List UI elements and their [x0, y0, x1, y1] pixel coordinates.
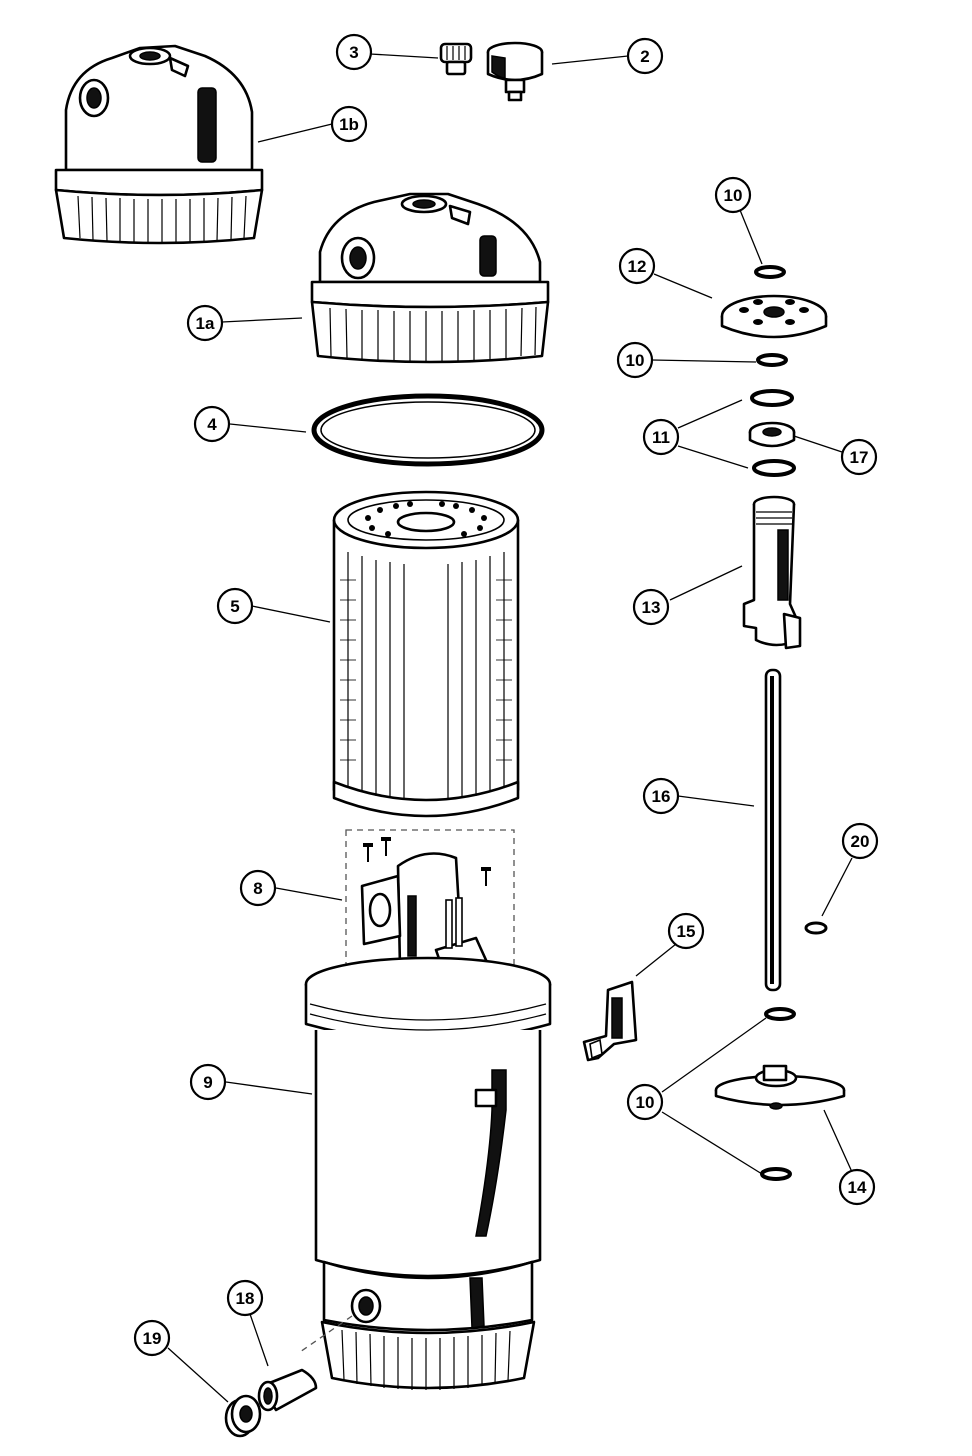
- callout-10-bottom: 10: [626, 1083, 664, 1121]
- callout-9: 9: [189, 1063, 227, 1101]
- callout-5: 5: [216, 587, 254, 625]
- callout-2-label: 2: [640, 47, 649, 66]
- manifold-screws: [363, 837, 491, 886]
- part-10-clip-top: [754, 265, 786, 279]
- callout-20: 20: [841, 822, 879, 860]
- callout-17: 17: [840, 438, 878, 476]
- part-10-clip-mid: [756, 353, 788, 367]
- callout-9-label: 9: [203, 1073, 212, 1092]
- part-13-shaft-housing: [742, 495, 802, 650]
- callout-10-mid-label: 10: [626, 351, 645, 370]
- callout-4: 4: [193, 405, 231, 443]
- callout-1a-label: 1a: [196, 314, 215, 333]
- callout-16: 16: [642, 777, 680, 815]
- callout-3: 3: [335, 33, 373, 71]
- part-10-clip-lower: [764, 1007, 796, 1021]
- callout-1a: 1a: [186, 304, 224, 342]
- callout-13-label: 13: [642, 598, 661, 617]
- callout-10-top-label: 10: [724, 186, 743, 205]
- callout-11: 11: [642, 418, 680, 456]
- callout-15-label: 15: [677, 922, 696, 941]
- callout-3-label: 3: [349, 43, 358, 62]
- part-17-seal: [748, 421, 796, 448]
- callout-10-mid: 10: [616, 341, 654, 379]
- callout-19-label: 19: [143, 1329, 162, 1348]
- callout-10-top: 10: [714, 176, 752, 214]
- part-1a-filter-lid: [310, 192, 550, 364]
- part-19-drain-cap: [224, 1394, 262, 1438]
- part-12-hub: [720, 294, 828, 339]
- callout-19: 19: [133, 1319, 171, 1357]
- callout-17-label: 17: [850, 448, 869, 467]
- callout-13: 13: [632, 588, 670, 626]
- callout-4-label: 4: [207, 415, 217, 434]
- part-11-o-ring-lower: [752, 459, 796, 477]
- callout-1b-label: 1b: [339, 115, 359, 134]
- callout-12: 12: [618, 247, 656, 285]
- callout-8-label: 8: [253, 879, 262, 898]
- callout-18-label: 18: [236, 1289, 255, 1308]
- callout-16-label: 16: [652, 787, 671, 806]
- callout-12-label: 12: [628, 257, 647, 276]
- part-14-diffuser-disc: [714, 1064, 846, 1110]
- callout-14-label: 14: [848, 1178, 867, 1197]
- leader-lines: [167, 53, 853, 1403]
- callout-14: 14: [838, 1168, 876, 1206]
- callout-1b: 1b: [330, 105, 368, 143]
- part-16-shaft-rod: [764, 668, 782, 992]
- callout-20-label: 20: [851, 832, 870, 851]
- part-4-lid-o-ring: [311, 393, 545, 467]
- callout-10-bottom-label: 10: [636, 1093, 655, 1112]
- callout-2: 2: [626, 37, 664, 75]
- callout-15: 15: [667, 912, 705, 950]
- callout-5-label: 5: [230, 597, 239, 616]
- part-1b-filter-lid: [54, 44, 264, 245]
- callout-8: 8: [239, 869, 277, 907]
- part-3-air-relief-valve: [439, 42, 473, 76]
- part-11-o-ring-upper: [750, 389, 794, 407]
- part-18-drain-nozzle: [257, 1368, 318, 1412]
- part-15-bracket: [582, 980, 638, 1062]
- callout-11-label: 11: [652, 428, 670, 447]
- part-5-filter-cartridge: [332, 490, 520, 818]
- part-2-pressure-gauge: [486, 41, 544, 102]
- part-9-filter-tank: [299, 956, 552, 1390]
- part-10-clip-bottom: [760, 1167, 792, 1181]
- callout-18: 18: [226, 1279, 264, 1317]
- part-20-small-o-ring: [804, 921, 828, 935]
